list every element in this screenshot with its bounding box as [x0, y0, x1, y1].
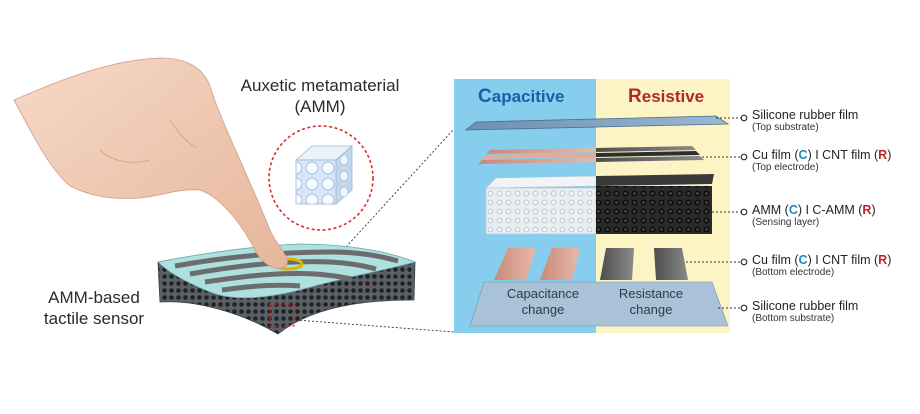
amm-cube: [294, 145, 354, 205]
resistive-heading: Resistive: [628, 86, 704, 108]
layer-name: Silicone rubber film: [752, 108, 859, 122]
amm-title-line1: Auxetic metamaterial: [240, 76, 400, 95]
layer-name-part: ): [887, 148, 892, 162]
layer-label-sensing-layer: AMM (C) I C-AMM (R) (Sensing layer): [752, 203, 876, 228]
tactile-sensor-device: [157, 243, 417, 335]
resistance-change-line1: Resistance: [618, 286, 684, 301]
layer-label-bottom-electrode: Cu film (C) I CNT film (R) (Bottom elect…: [752, 253, 891, 278]
layer-name-part: Cu film (: [752, 253, 799, 267]
capacitive-heading-rest: apacitive: [491, 87, 565, 106]
zoom-lines: [291, 128, 455, 333]
layer-role: (Bottom substrate): [752, 313, 835, 324]
layer-role: (Top electrode): [752, 162, 819, 173]
leader-lines: [686, 117, 742, 309]
bottom-electrode-layer: [494, 248, 688, 280]
capacitive-marker: C: [798, 253, 808, 267]
amm-title-line2: (AMM): [294, 97, 346, 116]
layer-name-part: ): [871, 203, 876, 217]
bottom-substrate-film: [469, 281, 729, 327]
capacitance-change-label: Capacitance change: [488, 286, 598, 318]
sensor-label-line2: tactile sensor: [43, 309, 145, 328]
top-substrate-film: [464, 115, 730, 131]
layer-role: (Bottom electrode): [752, 267, 835, 278]
resistive-heading-rest: esistive: [641, 87, 705, 106]
resistance-change-label: Resistance change: [596, 286, 706, 318]
layer-label-top-electrode: Cu film (C) I CNT film (R) (Top electrod…: [752, 148, 891, 173]
layer-name-part: ): [887, 253, 892, 267]
capacitance-change-line2: change: [521, 302, 565, 317]
layer-label-bottom-substrate: Silicone rubber film (Bottom substrate): [752, 299, 858, 324]
capacitive-heading: Capacitive: [478, 86, 565, 108]
layer-name-part: AMM (: [752, 203, 789, 217]
resistance-change-line2: change: [629, 302, 673, 317]
layer-name-part: ) I CNT film (: [807, 148, 879, 162]
leader-endpoints: [740, 114, 748, 312]
layer-name: Silicone rubber film: [752, 299, 859, 313]
resistive-marker: R: [862, 203, 872, 217]
sensor-label-line1: AMM-based: [48, 288, 140, 307]
detail-highlight-box: [269, 303, 295, 327]
layer-role: (Top substrate): [752, 122, 819, 133]
layer-label-top-substrate: Silicone rubber film (Top substrate): [752, 108, 858, 133]
capacitance-change-line1: Capacitance: [506, 286, 580, 301]
amm-title: Auxetic metamaterial (AMM): [240, 75, 400, 117]
capacitive-heading-initial: C: [478, 86, 492, 107]
finger-illustration: [13, 57, 288, 269]
sensor-label: AMM-based tactile sensor: [24, 287, 164, 329]
top-electrode-layer: [478, 146, 704, 164]
sensing-layer-block: [485, 174, 714, 235]
capacitive-marker: C: [798, 148, 808, 162]
resistive-marker: R: [878, 253, 888, 267]
capacitive-marker: C: [788, 203, 798, 217]
layer-name-part: Cu film (: [752, 148, 799, 162]
layer-role: (Sensing layer): [752, 217, 820, 228]
layer-name-part: ) I C-AMM (: [797, 203, 863, 217]
resistive-marker: R: [878, 148, 888, 162]
layer-name-part: ) I CNT film (: [807, 253, 879, 267]
resistive-heading-initial: R: [628, 86, 642, 107]
